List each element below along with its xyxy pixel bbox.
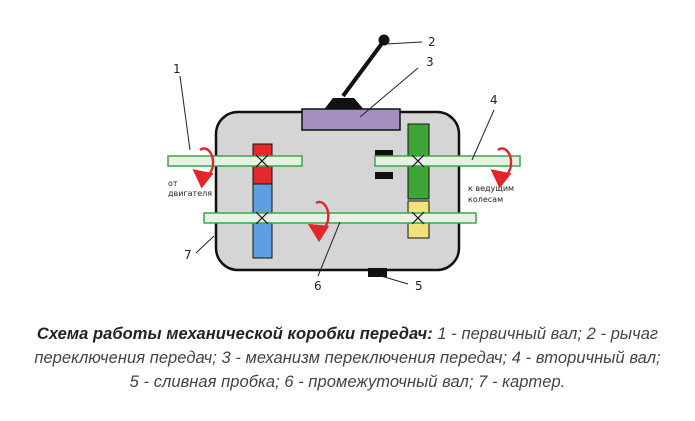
- leader-lines: [179, 41, 495, 285]
- input-shaft: [167, 155, 303, 167]
- shift-mechanism: [301, 108, 401, 131]
- drain-plug: [368, 268, 387, 277]
- from-engine-line1: от: [168, 179, 178, 188]
- caption-line1-text: 1 - первичный вал; 2 - рычаг: [432, 325, 659, 343]
- label-6: 6: [314, 279, 322, 293]
- label-2: 2: [428, 35, 436, 49]
- countershaft: [203, 212, 477, 224]
- label-4: 4: [490, 93, 498, 107]
- gearbox-diagram: 1 2 3 4 5 6 7 от двигателя к ведущим кол…: [167, 34, 521, 293]
- label-7: 7: [184, 248, 192, 262]
- caption-line-2: переключения передач; 3 - механизм перек…: [34, 349, 661, 367]
- gear-lever-knob: [378, 34, 390, 46]
- rotation-arrow-countershaft: [307, 200, 330, 243]
- from-engine-line2: двигателя: [168, 189, 212, 198]
- caption-line-1: Схема работы механической коробки переда…: [0, 322, 695, 346]
- synchronizer-block: [375, 172, 393, 179]
- rotation-arrow-input: [192, 147, 215, 189]
- label-1: 1: [173, 62, 181, 76]
- figure-caption: Схема работы механической коробки переда…: [0, 322, 695, 394]
- gear-lever-rod: [341, 40, 385, 98]
- to-wheels-line1: к ведущим: [468, 184, 514, 193]
- synchronizer-block: [375, 150, 393, 157]
- caption-title: Схема работы механической коробки переда…: [36, 325, 433, 343]
- bearing-marks: [255, 154, 425, 225]
- label-3: 3: [426, 55, 434, 69]
- label-5: 5: [415, 279, 423, 293]
- caption-line-3: 5 - сливная пробка; 6 - промежуточный ва…: [129, 373, 566, 391]
- rotation-arrow-output: [490, 147, 513, 189]
- to-wheels-line2: колесам: [468, 195, 503, 204]
- output-shaft: [374, 155, 521, 167]
